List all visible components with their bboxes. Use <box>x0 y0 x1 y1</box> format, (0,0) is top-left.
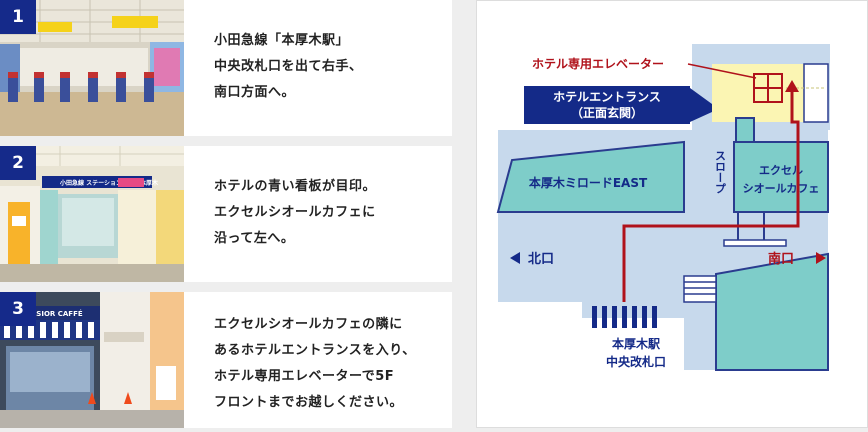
step-1-photo <box>0 0 184 136</box>
access-map: 本厚木ミロードEAST スロープ エクセル シオールカフェ 本厚木駅 中央改札口 <box>475 0 868 429</box>
step-2-text: ホテルの青い看板が目印。 エクセルシオールカフェに 沿って左へ。 <box>214 174 444 252</box>
step-1-line-3: 南口方面へ。 <box>214 85 296 100</box>
step-3-line-2: あるホテルエントランスを入り、 <box>214 343 416 358</box>
step-1: 1 小田急線「本厚木駅」 中央改札口を出て右手、 南口方面へ。 <box>0 0 452 136</box>
step-3-text: エクセルシオールカフェの隣に あるホテルエントランスを入り、 ホテル専用エレベー… <box>214 312 444 416</box>
south-arrow-icon <box>816 252 826 264</box>
hotel-area <box>712 64 808 122</box>
stairs-icon <box>683 275 717 303</box>
elevator-icon <box>753 73 783 103</box>
mall-building <box>496 140 685 213</box>
step-2-photo: 小田急線 ステーションホテル本厚木 <box>0 146 184 282</box>
entrance-line-1: ホテルエントランス <box>553 90 661 104</box>
step-badge: 1 <box>0 0 36 34</box>
step-1-line-1: 小田急線「本厚木駅」 <box>214 33 350 48</box>
north-exit-label: 北口 <box>528 252 554 267</box>
gate-line-2: 中央改札口 <box>606 354 666 369</box>
north-arrow-icon <box>510 252 520 264</box>
south-exit-label: 南口 <box>768 251 794 267</box>
step-2-line-3: 沿って左へ。 <box>214 231 295 246</box>
elevator-label: ホテル専用エレベーター <box>532 56 664 71</box>
gate-line-1: 本厚木駅 <box>612 336 661 351</box>
step-3-line-4: フロントまでお越しください。 <box>214 395 404 410</box>
step-2-line-2: エクセルシオールカフェに <box>214 205 376 220</box>
step-badge: 2 <box>0 146 36 180</box>
step-badge: 3 <box>0 292 36 326</box>
step-3-line-3: ホテル専用エレベーターで5F <box>214 369 395 384</box>
step-3-photo: EXCELSIOR CAFFÉ <box>0 292 184 428</box>
ticket-gates <box>592 306 657 328</box>
cafe-building <box>733 141 829 213</box>
step-2-sign-text: 小田急線 ステーションホテル本厚木 <box>59 179 159 187</box>
entrance-callout <box>524 86 690 124</box>
route-arrow-icon <box>785 80 799 92</box>
cafe-line-2: シオールカフェ <box>743 182 820 195</box>
mall-label: 本厚木ミロードEAST <box>529 175 648 190</box>
step-1-text: 小田急線「本厚木駅」 中央改札口を出て右手、 南口方面へ。 <box>214 28 444 106</box>
step-2: 小田急線 ステーションホテル本厚木 2 ホテルの青い看板が目印。 エクセルシオー… <box>0 146 452 282</box>
route-line <box>622 90 800 302</box>
cafe-line-1: エクセル <box>759 164 803 177</box>
step-3: EXCELSIOR CAFFÉ 3 エクセルシオールカフェの隣に あるホテルエン… <box>0 292 452 428</box>
entrance-line-2: （正面玄関） <box>571 105 643 120</box>
slope-label: スロープ <box>714 150 727 194</box>
step-3-awning-text: EXCELSIOR CAFFÉ <box>12 309 83 318</box>
step-2-line-1: ホテルの青い看板が目印。 <box>214 179 377 194</box>
step-3-line-1: エクセルシオールカフェの隣に <box>214 317 403 332</box>
step-1-line-2: 中央改札口を出て右手、 <box>214 59 363 74</box>
south-building <box>715 252 829 371</box>
